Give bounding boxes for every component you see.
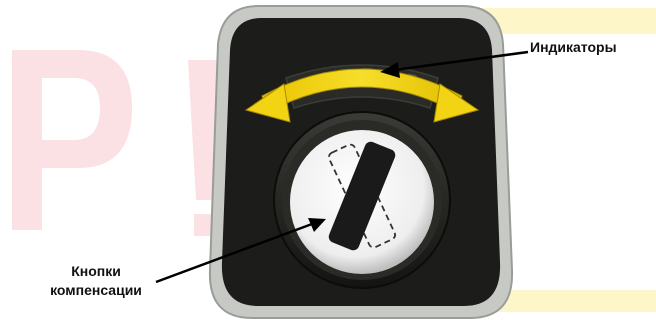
compensation-label-line2: компенсации xyxy=(30,281,162,300)
compensation-label-line1: Кнопки xyxy=(30,262,162,281)
compensation-buttons-label: Кнопки компенсации xyxy=(30,262,162,300)
indicators-label: Индикаторы xyxy=(530,38,617,57)
